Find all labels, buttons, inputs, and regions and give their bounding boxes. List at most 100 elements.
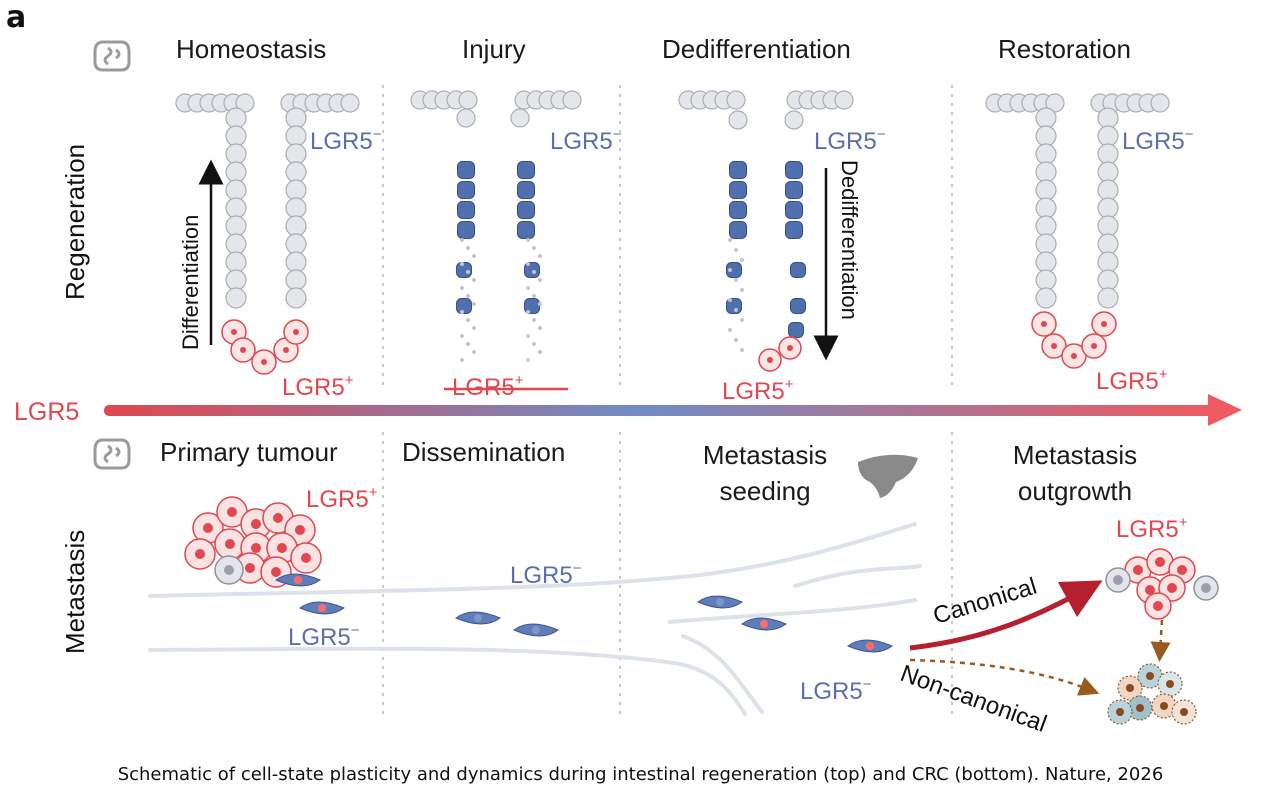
epithelial-cell: [1035, 215, 1057, 237]
epithelial-cell: [235, 93, 255, 113]
epithelial-cell: [458, 90, 478, 110]
injured-cell: [785, 161, 803, 179]
debris: [532, 342, 536, 346]
dedifferentiation-label: Dedifferentiation: [837, 160, 862, 320]
epithelial-cell: [285, 251, 307, 273]
injured-cell: [457, 181, 475, 199]
debris: [526, 310, 530, 314]
marker-pos-restoration: LGR5+: [1096, 366, 1168, 395]
lgr5-axis-label: LGR5: [14, 398, 80, 426]
epithelial-cell: [225, 269, 247, 291]
differentiation-label: Differentiation: [178, 214, 203, 350]
debris: [538, 326, 542, 330]
epithelial-cell: [340, 93, 360, 113]
epithelial-cell: [225, 197, 247, 219]
injured-cell: [524, 262, 540, 278]
debris: [466, 246, 470, 250]
injured-cell: [517, 161, 535, 179]
epithelial-cell: [834, 90, 854, 110]
marker-neg-injury: LGR5−: [550, 126, 622, 155]
epithelial-cell: [285, 179, 307, 201]
epithelial-cell: [225, 287, 247, 309]
stage-metastasis-seeding: Metastasis seeding: [702, 440, 828, 506]
noncanonical-cell: [1157, 671, 1183, 697]
noncanonical-cell: [1151, 693, 1177, 719]
epithelial-cell: [225, 251, 247, 273]
epithelial-cell: [1035, 287, 1057, 309]
marker-neg-restoration: LGR5−: [1122, 126, 1194, 155]
epithelial-cell: [1097, 251, 1119, 273]
lgr5-pos-cell: [1061, 343, 1087, 369]
epithelial-cell: [285, 269, 307, 291]
debris: [538, 278, 542, 282]
epithelial-cell: [285, 143, 307, 165]
lgr5-axis-bar: [104, 405, 1216, 416]
epithelial-cell: [1097, 287, 1119, 309]
debris: [460, 358, 464, 362]
epithelial-cell: [1097, 143, 1119, 165]
epithelial-cell: [225, 215, 247, 237]
lgr5-pos-cell: [1091, 311, 1117, 337]
stage-homeostasis: Homeostasis: [176, 34, 327, 64]
debris: [472, 326, 476, 330]
intestine-icon: [93, 40, 131, 72]
injured-cell: [785, 221, 803, 239]
debris: [728, 238, 732, 242]
debris: [526, 286, 530, 290]
debris: [472, 254, 476, 258]
tumour-cell-lgr5-pos: [1124, 556, 1152, 584]
lgr5-pos-cell: [251, 349, 277, 375]
debris: [466, 342, 470, 346]
epithelial-cell: [285, 107, 307, 129]
debris: [460, 286, 464, 290]
noncanonical-cell: [1107, 699, 1133, 725]
epithelial-cell: [510, 108, 530, 128]
tumour-cell-lgr5-pos: [214, 528, 246, 560]
epithelial-cell: [1035, 125, 1057, 147]
debris: [538, 302, 542, 306]
metastasis-label: Metastasis: [60, 529, 90, 654]
debris: [466, 318, 470, 322]
epithelial-cell: [1097, 161, 1119, 183]
lgr5-pos-cell: [1081, 333, 1107, 359]
debris: [526, 238, 530, 242]
blood-vessels: [148, 522, 922, 716]
epithelial-cell: [1097, 233, 1119, 255]
epithelial-cell: [285, 161, 307, 183]
marker-neg-dediff: LGR5−: [814, 126, 886, 155]
injured-cell: [457, 201, 475, 219]
epithelial-cell: [1097, 179, 1119, 201]
regeneration-label: Regeneration: [60, 143, 90, 300]
noncanonical-cell: [1171, 699, 1197, 725]
epithelial-cell: [1097, 125, 1119, 147]
debris: [532, 246, 536, 250]
epithelial-cell: [225, 179, 247, 201]
debris: [472, 302, 476, 306]
outgrowth-switch-arrow: [1150, 619, 1171, 662]
lgr5-pos-cell: [283, 319, 309, 345]
marker-neg-dissemination: LGR5−: [510, 560, 582, 589]
epithelial-cell: [225, 107, 247, 129]
epithelial-cell: [1097, 269, 1119, 291]
stage-restoration: Restoration: [998, 34, 1131, 64]
debris: [538, 350, 542, 354]
epithelial-cell: [285, 197, 307, 219]
injured-cell: [729, 161, 747, 179]
epithelial-cell: [1035, 179, 1057, 201]
debris: [532, 294, 536, 298]
lgr5-axis-arrowhead: [1208, 394, 1242, 426]
epithelial-cell: [225, 143, 247, 165]
debris: [734, 248, 738, 252]
debris: [538, 254, 542, 258]
stage-dissemination: Dissemination: [402, 437, 566, 467]
liver-icon: [858, 454, 918, 498]
epithelial-cell: [1150, 93, 1170, 113]
injured-cell: [726, 262, 742, 278]
marker-neg-homeostasis: LGR5−: [310, 126, 382, 155]
marker-pos-dediff: LGR5+: [722, 376, 794, 405]
canonical-arrow: [909, 580, 1103, 651]
injured-cell: [517, 181, 535, 199]
debris: [472, 278, 476, 282]
debris: [460, 310, 464, 314]
